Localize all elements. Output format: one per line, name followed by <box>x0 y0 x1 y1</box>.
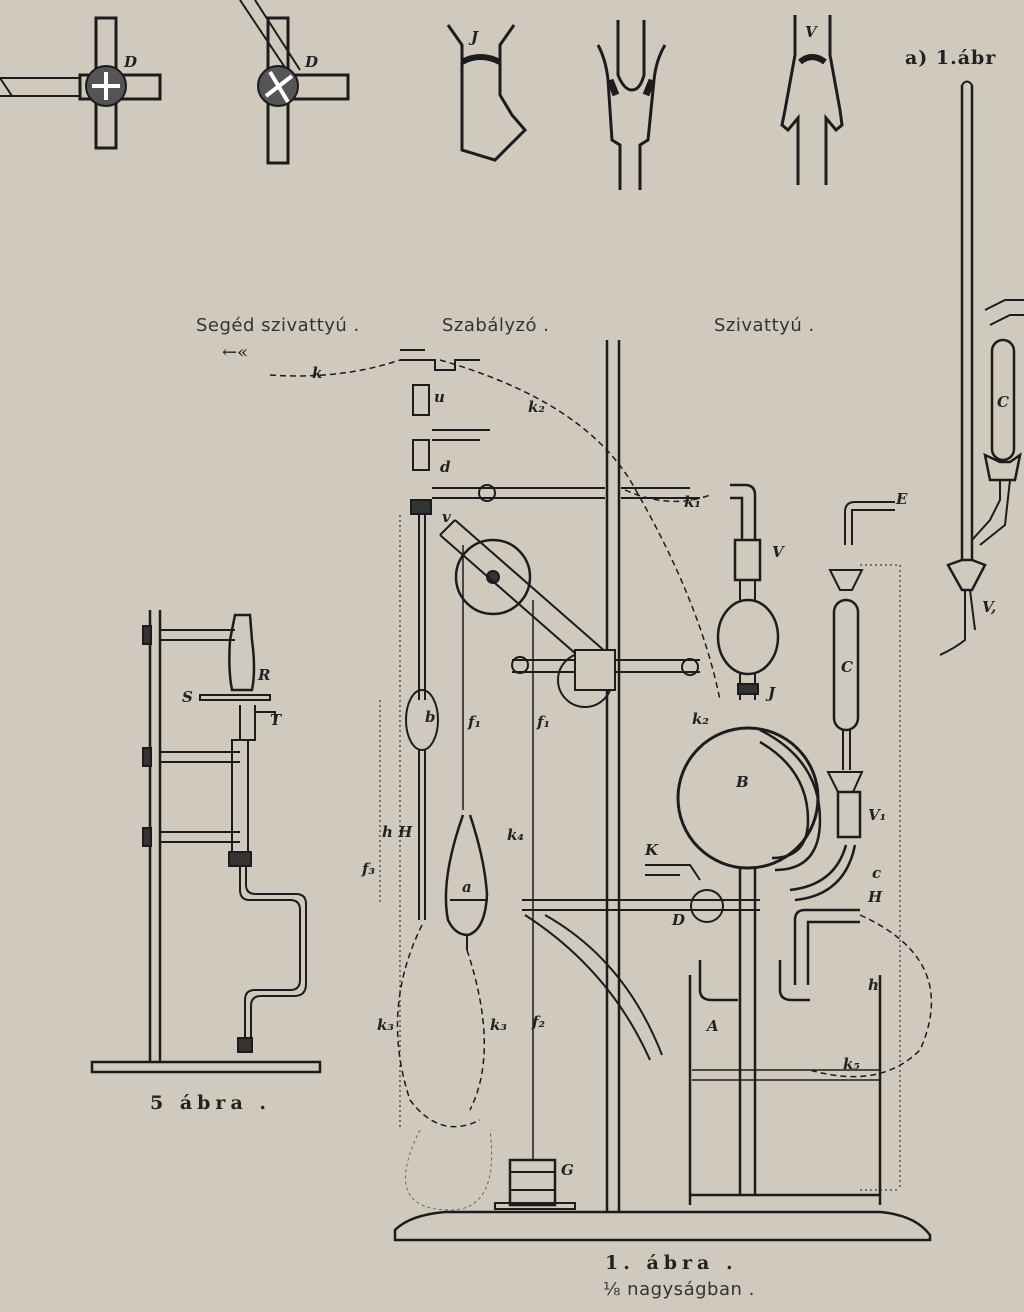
label-E: E <box>896 490 908 508</box>
caption-aux-pump: Segéd szivattyú . <box>196 315 360 336</box>
label-D: D <box>672 911 686 929</box>
label-k: k <box>312 364 323 382</box>
label-k2-top: k₂ <box>528 398 545 416</box>
label-K: K <box>645 841 659 859</box>
label-hH: h H <box>382 823 413 841</box>
caption-regulator: Szabályzó . <box>442 315 550 336</box>
label-c: c <box>872 864 882 882</box>
label-u: u <box>434 388 445 406</box>
caption-pump: Szivattyú . <box>714 315 815 336</box>
label-D2: D <box>305 53 319 71</box>
label-J-top: J <box>471 28 479 46</box>
label-h-right: h <box>868 976 879 994</box>
label-f3: f₃ <box>362 860 376 878</box>
caption-fig5: 5 ábra . <box>150 1092 271 1114</box>
fig5-stand <box>90 610 322 1074</box>
fig1-apparatus <box>269 340 933 1242</box>
label-B: B <box>736 773 749 791</box>
stopcock-detail-1 <box>0 16 162 150</box>
joint-detail-2 <box>596 20 667 190</box>
caption-fig1: 1. ábra . <box>605 1252 738 1274</box>
label-V: V <box>772 543 784 561</box>
label-J: J <box>768 684 776 702</box>
label-T: T <box>270 711 282 729</box>
label-R: R <box>258 666 271 684</box>
fig-a-apparatus <box>939 80 1024 656</box>
label-f1-left: f₁ <box>468 713 482 731</box>
label-D1: D <box>124 53 138 71</box>
label-k1: k₁ <box>684 493 701 511</box>
label-V1: V₁ <box>868 806 887 824</box>
joint-detail-J <box>446 24 528 162</box>
label-a: a <box>462 878 472 896</box>
label-C-side: C <box>997 393 1009 411</box>
label-k4: k₄ <box>507 826 524 844</box>
label-k5: k₅ <box>843 1055 860 1073</box>
label-f2: f₂ <box>532 1013 546 1031</box>
arrow-left-icon: ←« <box>222 342 249 363</box>
label-A: A <box>707 1017 719 1035</box>
caption-scale: ⅛ nagyságban . <box>603 1279 755 1300</box>
label-k3-left: k₃ <box>377 1016 394 1034</box>
label-V1-side: V, <box>982 598 997 616</box>
label-k2-mid: k₂ <box>692 710 709 728</box>
label-v: v <box>442 508 451 526</box>
label-V-top: V <box>805 23 817 41</box>
label-G: G <box>561 1161 574 1179</box>
label-f1-right: f₁ <box>537 713 551 731</box>
label-C: C <box>841 658 853 676</box>
label-k3-right: k₃ <box>490 1016 507 1034</box>
label-S: S <box>182 688 193 706</box>
label-d: d <box>440 458 451 476</box>
label-H-right: H <box>868 888 883 906</box>
stopcock-detail-2 <box>239 0 350 165</box>
joint-detail-V <box>780 15 844 185</box>
label-b: b <box>425 708 436 726</box>
caption-fig-a: a) 1.ábr <box>905 47 997 69</box>
